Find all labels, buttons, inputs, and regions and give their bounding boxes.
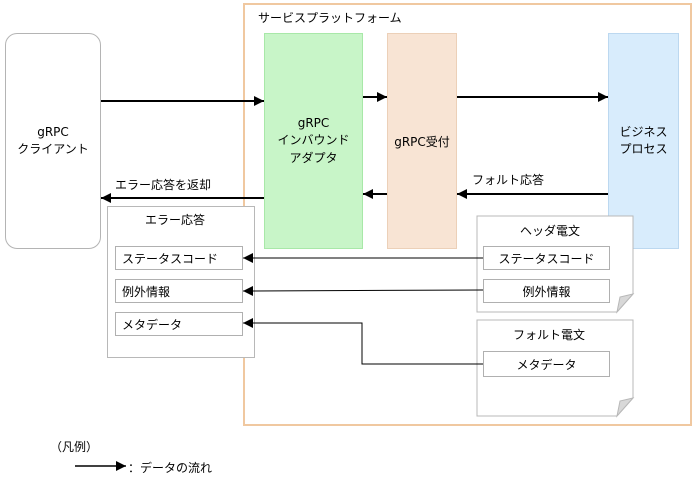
adapter-line3: アダプタ [289,150,338,165]
grpc-receiver-label: gRPC受付 [394,134,450,149]
service-platform-label: サービスプラットフォーム [258,11,402,25]
fault-response-label: フォルト応答 [472,173,545,187]
grpc-client-line1: gRPC [37,124,69,139]
legend-flow-label: ：データの流れ [128,461,213,475]
error-return-label: エラー応答を返却 [115,178,212,192]
header-message-title: ヘッダ電文 [520,224,581,238]
error-field-status-code: ステータスコード [115,246,243,270]
business-process: ビジネス プロセス [608,33,679,249]
grpc-inbound-adapter: gRPC インバウンド アダプタ [264,33,363,249]
fault-field-metadata: メタデータ [483,351,610,377]
fault-message-title: フォルト電文 [513,328,586,342]
header-field-status-code: ステータスコード [483,246,610,270]
fault-message-doc-fold [616,397,635,418]
arrow-exception-info-map [242,285,484,296]
error-field-metadata: メタデータ [115,312,243,336]
legend-title: （凡例） [50,440,99,454]
header-message-doc-fold [616,293,635,314]
adapter-line2: インバウンド [277,133,350,148]
arrow-metadata-map [243,318,483,365]
grpc-client-line2: クライアント [17,142,89,156]
error-response-title: エラー応答 [145,213,206,227]
header-field-exception-info: 例外情報 [483,279,610,303]
business-line1: ビジネス [619,124,668,139]
grpc-client: gRPC クライアント [5,33,101,249]
grpc-receiver: gRPC受付 [387,33,457,249]
business-line2: プロセス [619,142,668,156]
adapter-line1: gRPC [297,115,330,130]
error-field-exception-info: 例外情報 [115,279,243,303]
